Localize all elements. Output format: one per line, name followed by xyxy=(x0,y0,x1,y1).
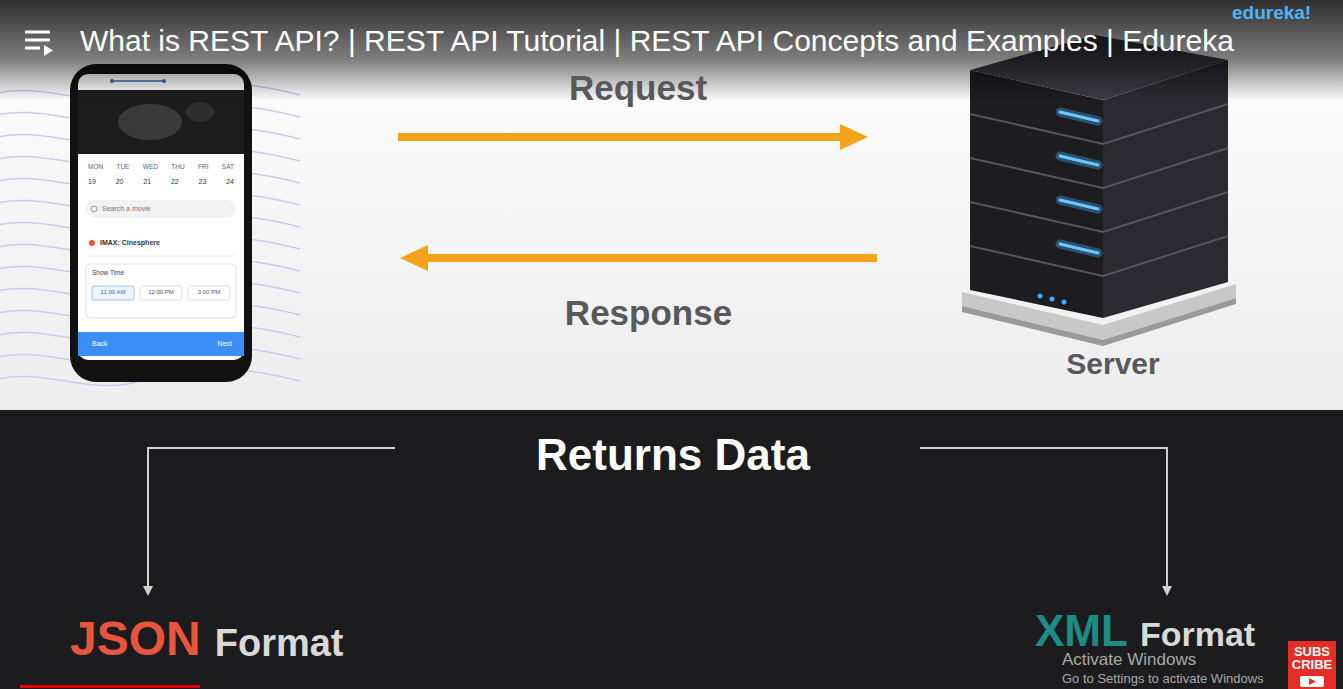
server-slots xyxy=(970,104,1228,276)
edge-label: Request xyxy=(569,70,707,105)
logo-play xyxy=(1309,678,1316,685)
phone-body xyxy=(70,64,252,382)
nav-button-label: Next xyxy=(200,340,232,347)
banner-figure xyxy=(118,104,182,140)
light-glow xyxy=(1060,244,1098,253)
button-label: SUBS CRIBE xyxy=(1292,645,1332,671)
showtime-panel xyxy=(86,264,236,318)
upper-panel xyxy=(0,0,1343,410)
banner-figure xyxy=(186,102,214,122)
nav-bar xyxy=(78,332,244,356)
phone-screen xyxy=(78,74,244,360)
cinema-name: IMAX: Cinesphere xyxy=(100,239,160,246)
time-slot xyxy=(188,286,230,300)
light-glow xyxy=(1060,200,1098,209)
slot-line xyxy=(1103,236,1228,276)
status-led xyxy=(1050,297,1055,302)
lower-panel xyxy=(0,410,1343,689)
nav-button-label: Back xyxy=(92,340,108,347)
server: Server xyxy=(968,30,1238,382)
playlist-icon-arrow xyxy=(44,45,53,56)
bracket-line xyxy=(148,448,395,588)
time-slot-label: 3:00 PM xyxy=(188,289,230,295)
light-bar xyxy=(1060,200,1098,209)
icon-line xyxy=(25,47,40,50)
playlist-icon xyxy=(25,32,50,48)
arrow-shaft xyxy=(426,254,877,262)
slot-line xyxy=(1103,192,1228,232)
server-front xyxy=(970,70,1103,318)
format-name: XML xyxy=(1035,609,1128,653)
light-glow xyxy=(1060,112,1098,121)
section-heading: Returns Data xyxy=(536,433,810,477)
format-word: Format xyxy=(215,624,344,662)
weekday-row: MON TUE WED THU FRI SAT xyxy=(88,164,234,171)
bracket-arrowhead xyxy=(143,586,153,596)
edge-label: Response xyxy=(565,295,732,330)
date-row: 19 20 21 22 23 24 xyxy=(88,178,234,185)
slot-line xyxy=(1103,148,1228,188)
time-slot-label: 12:00 PM xyxy=(140,289,182,295)
search-bar xyxy=(86,200,236,218)
icon-line xyxy=(25,31,50,34)
server-lights xyxy=(1060,112,1098,253)
watermark: Go to Settings to activate Windows xyxy=(1062,672,1264,685)
time-slot xyxy=(92,286,134,300)
arrow-connector xyxy=(398,124,868,150)
light-glow xyxy=(1060,156,1098,165)
light-bar xyxy=(1060,156,1098,165)
search-icon xyxy=(91,206,97,212)
phone-illustration xyxy=(70,64,252,382)
video-title: What is REST API? | REST API Tutorial | … xyxy=(80,26,1234,56)
icon-line xyxy=(25,39,50,42)
subscribe-logo xyxy=(1300,676,1324,687)
status-led xyxy=(1038,294,1043,299)
time-slot xyxy=(140,286,182,300)
arrowhead xyxy=(840,124,868,150)
arrow-shaft xyxy=(398,133,842,141)
bracket-arrowhead xyxy=(1162,586,1172,596)
time-slot-label: 11:00 AM xyxy=(92,289,134,295)
slot-line xyxy=(1103,104,1228,144)
light-bar xyxy=(1060,112,1098,121)
heart-icon xyxy=(89,240,95,246)
watermark: Activate Windows xyxy=(1062,651,1196,668)
light-bar xyxy=(1060,244,1098,253)
format-name: JSON xyxy=(70,615,201,663)
bracket-line xyxy=(920,448,1167,588)
arrowhead xyxy=(400,245,428,271)
section-label: Show Time xyxy=(92,270,124,277)
logo-plate xyxy=(1300,676,1324,687)
arrow-connector xyxy=(400,245,877,271)
separator xyxy=(86,256,236,257)
status-led xyxy=(1062,300,1067,305)
progress-bar xyxy=(20,685,200,688)
server-label: Server xyxy=(1066,349,1159,379)
logo-text: edureka! xyxy=(1232,3,1311,22)
search-placeholder: Search a movie xyxy=(102,205,151,212)
mobile-phone: MON TUE WED THU FRI SAT 19 20 21 22 23 24… xyxy=(70,64,252,382)
format-word: Format xyxy=(1140,617,1255,651)
